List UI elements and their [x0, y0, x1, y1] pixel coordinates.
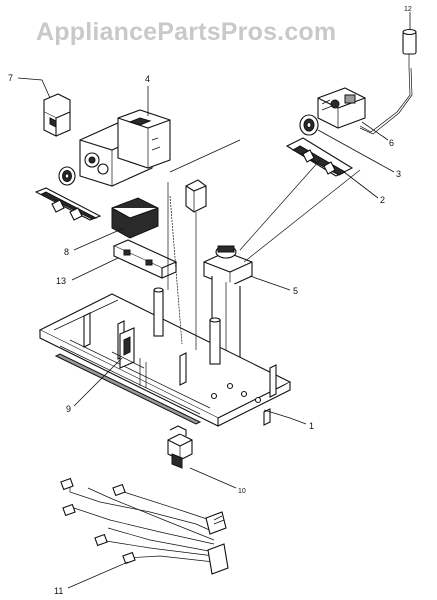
callout-12: 12: [404, 6, 412, 13]
part-4-motor[interactable]: [79, 109, 241, 187]
part-10-switch[interactable]: [167, 425, 193, 469]
callout-11: 11: [54, 586, 63, 596]
callout-9: 9: [66, 404, 71, 414]
leader-lines: [17, 12, 411, 589]
callout-3: 3: [396, 169, 401, 179]
callout-labels: 7 4 12 6 3 2 8 13 5 9 1 10 11: [8, 6, 412, 596]
callout-5: 5: [293, 286, 298, 296]
callout-4: 4: [145, 74, 150, 84]
part-1-chassis[interactable]: [38, 287, 292, 427]
part-8-plate[interactable]: [111, 197, 159, 239]
part-12-sensor[interactable]: [359, 28, 417, 135]
callout-8: 8: [64, 247, 69, 257]
callout-1: 1: [309, 421, 314, 431]
part-9-bracket[interactable]: [111, 327, 147, 388]
callout-7: 7: [8, 73, 13, 83]
part-left-rack: [34, 187, 102, 221]
part-4-gear: [58, 166, 76, 186]
part-2-rack[interactable]: [285, 137, 354, 177]
callout-2: 2: [380, 195, 385, 205]
callout-10: 10: [238, 488, 246, 495]
part-13-bracket[interactable]: [112, 239, 178, 279]
watermark-text: AppliancePartsPros.com: [36, 18, 337, 46]
part-11-wire-harness[interactable]: [60, 477, 229, 575]
part-3-gear[interactable]: [299, 114, 319, 136]
callout-6: 6: [389, 138, 394, 148]
callout-13: 13: [56, 276, 66, 286]
part-4-block: [185, 179, 207, 213]
part-7-bracket[interactable]: [43, 93, 71, 137]
part-6-switch[interactable]: [317, 87, 366, 129]
